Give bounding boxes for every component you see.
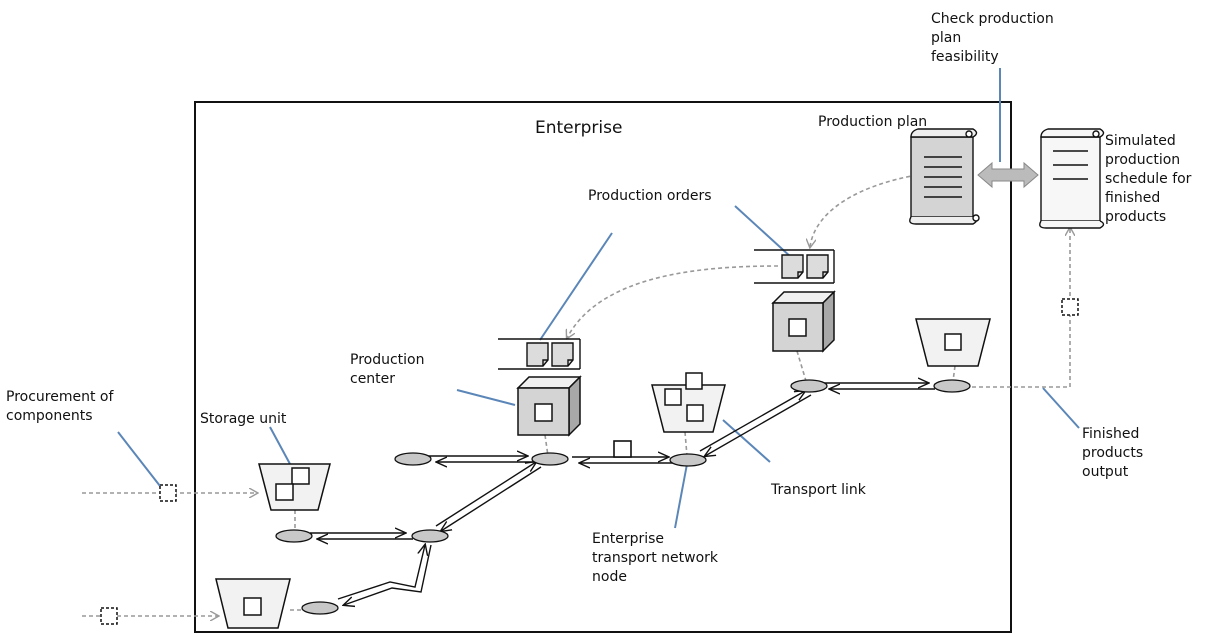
dashed-items <box>100 298 1079 625</box>
network-node-3 <box>669 453 707 467</box>
storage-unit-2 <box>215 578 291 629</box>
transport-link-a <box>428 456 536 462</box>
svg-text:output: output <box>1082 464 1129 480</box>
storage-unit-1 <box>258 463 331 511</box>
storage-unit-4 <box>915 318 991 367</box>
transport-link-g <box>337 545 432 605</box>
callout-line-transport-link <box>722 419 771 463</box>
svg-text:plan: plan <box>931 30 961 46</box>
svg-text:finished: finished <box>1105 190 1160 206</box>
finished-output-label: Finished products output <box>1082 426 1143 480</box>
transport-link-b <box>572 457 676 463</box>
svg-text:Procurement of: Procurement of <box>6 389 114 405</box>
network-node-1 <box>394 452 432 466</box>
callout-line-finished-output <box>1042 387 1080 429</box>
finished-output-flow <box>972 228 1070 388</box>
callout-line-storage-unit <box>269 426 291 465</box>
node-stub-storage3 <box>684 431 688 457</box>
svg-text:components: components <box>6 408 93 424</box>
svg-text:feasibility: feasibility <box>931 49 999 65</box>
finished-product-item <box>1061 298 1079 316</box>
svg-text:center: center <box>350 371 395 387</box>
network-node-label: Enterprise transport network node <box>592 531 719 585</box>
svg-text:Simulated: Simulated <box>1105 133 1176 149</box>
transport-link-c <box>699 391 812 456</box>
procurement-item-upper <box>159 484 177 502</box>
storage-units <box>215 318 991 629</box>
network-node-4 <box>790 379 828 393</box>
svg-text:production: production <box>1105 152 1180 168</box>
callout-line-production-orders-left <box>539 232 613 341</box>
transport-link-f <box>310 533 413 539</box>
svg-text:Production: Production <box>350 352 424 368</box>
item-in-transit <box>613 440 632 458</box>
production-centers <box>516 290 836 437</box>
enterprise-label: Enterprise <box>535 118 622 138</box>
callout-line-procurement <box>117 431 161 487</box>
node-stub-center2 <box>796 350 807 382</box>
transport-links <box>310 383 935 605</box>
order-queues <box>498 249 835 370</box>
network-node-7 <box>411 529 449 543</box>
order-queue-right <box>754 249 835 284</box>
svg-text:node: node <box>592 569 627 585</box>
production-center-1 <box>516 375 582 437</box>
feasibility-double-arrow <box>977 161 1039 189</box>
procurement-label: Procurement of components <box>6 389 114 424</box>
network-node-5 <box>933 379 971 393</box>
order-flow-right-to-left-orders <box>567 265 779 338</box>
network-nodes <box>275 379 971 615</box>
order-queue-left <box>498 338 581 370</box>
production-center-label: Production center <box>350 352 424 387</box>
enterprise-boundary <box>194 101 1012 633</box>
transport-link-e <box>435 462 542 531</box>
svg-text:Check production: Check production <box>931 11 1054 27</box>
svg-text:products: products <box>1105 209 1166 225</box>
procurement-item-lower <box>100 607 118 625</box>
check-feasibility-label: Check production plan feasibility <box>931 11 1054 65</box>
callout-line-network-node <box>674 463 688 529</box>
storage-unit-label: Storage unit <box>200 411 287 427</box>
simulated-schedule-label: Simulated production schedule for finish… <box>1105 133 1192 225</box>
network-node-2 <box>531 452 569 466</box>
svg-text:Enterprise: Enterprise <box>592 531 664 547</box>
transport-link-label: Transport link <box>770 482 867 498</box>
node-stub-storage4 <box>952 365 956 382</box>
svg-text:Finished: Finished <box>1082 426 1139 442</box>
production-plan-label: Production plan <box>818 114 927 130</box>
production-orders-label: Production orders <box>588 188 712 204</box>
production-center-2 <box>771 290 836 353</box>
callout-line-production-center <box>456 389 516 406</box>
network-node-6 <box>275 529 313 543</box>
simulated-schedule-document <box>1039 128 1105 229</box>
storage-unit-3 <box>651 372 726 433</box>
svg-text:products: products <box>1082 445 1143 461</box>
transport-link-d <box>823 383 935 389</box>
order-flow-plan-to-right-orders <box>810 174 918 247</box>
svg-text:transport network: transport network <box>592 550 719 566</box>
svg-text:schedule for: schedule for <box>1105 171 1192 187</box>
network-node-8 <box>301 601 339 615</box>
production-plan-document <box>909 128 980 225</box>
